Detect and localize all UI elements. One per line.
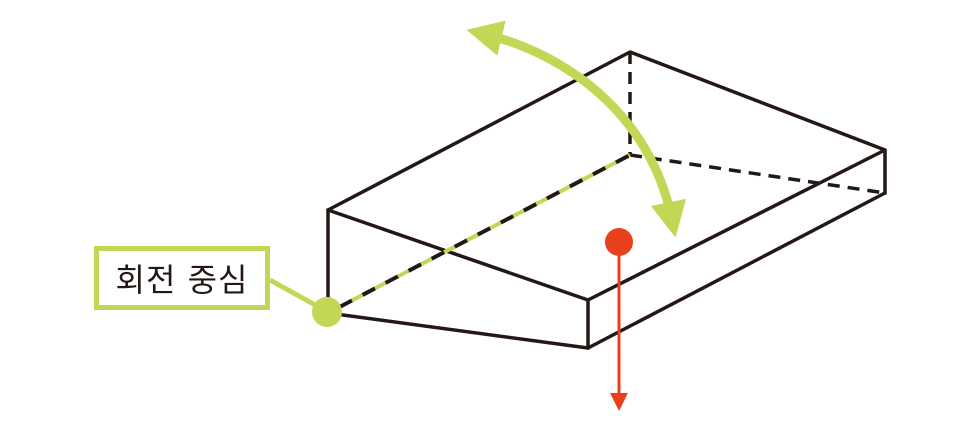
hidden-back-bottom-edge — [629, 153, 886, 195]
rotation-center-point — [312, 297, 342, 327]
rotation-axis — [327, 153, 631, 315]
rotation-center-label-text: 회전 중심 — [115, 261, 249, 299]
curved-double-arrow-icon — [466, 20, 687, 238]
bottom-right-edge — [586, 191, 887, 350]
rotation-center-label: 회전 중심 — [94, 246, 270, 310]
top-face-edge — [326, 50, 887, 302]
bottom-front-edge — [326, 311, 590, 350]
center-of-gravity-point — [605, 228, 633, 256]
hidden-edges — [628, 52, 886, 195]
rotation-axis-green-dash — [327, 153, 631, 315]
